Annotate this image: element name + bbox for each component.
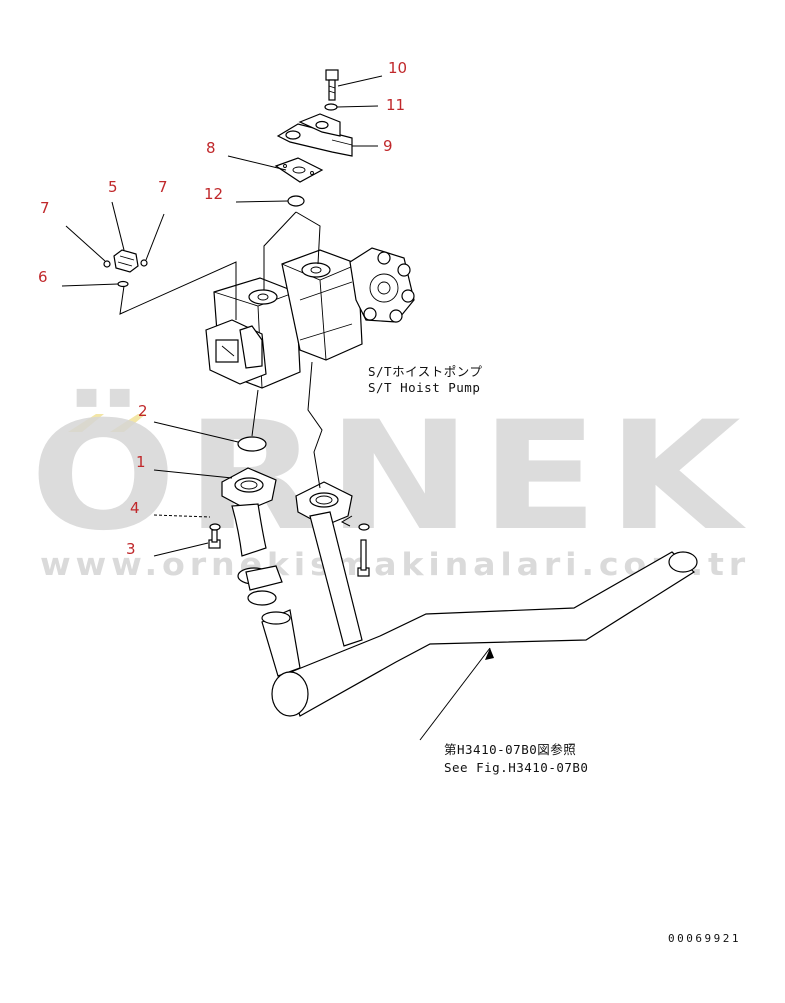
drawing-number: 00069921: [668, 932, 741, 945]
bolt-right: [357, 539, 370, 577]
suction-tube-right: [309, 511, 363, 647]
text-labels: S/Tホイストポンプ S/T Hoist Pump 第H3410-07B0図参照…: [368, 364, 741, 945]
callout-6: 6: [38, 268, 48, 286]
part-flange-1: [221, 467, 277, 511]
callout-8: 8: [206, 139, 216, 157]
ref-arrow-head: [485, 648, 494, 660]
pump-label-en: S/T Hoist Pump: [368, 380, 480, 395]
part-washer-4: [209, 523, 221, 531]
part-oring-12: [287, 195, 305, 207]
callout-11: 11: [386, 96, 405, 114]
callout-3: 3: [126, 540, 136, 558]
watermark-accent-right: [110, 414, 146, 432]
part-plate-8: [274, 157, 324, 183]
callout-12: 12: [204, 185, 223, 203]
callout-7-left: 7: [40, 199, 50, 217]
part-bolt-10: [325, 69, 339, 101]
watermark-brand: ÖRNEK: [30, 388, 750, 564]
flange-right: [295, 481, 353, 527]
callout-2: 2: [138, 402, 148, 420]
part-oring-2: [237, 436, 267, 452]
callout-numbers: 10 11 9 8 12 5 7 7 6 2 1 4 3: [38, 59, 407, 558]
part-oring-7b: [140, 259, 148, 267]
watermark: ÖRNEK www.ornekismakinalari.com.tr: [30, 388, 750, 583]
callout-9: 9: [383, 137, 393, 155]
part-bolt-3: [208, 529, 221, 549]
part-oring-6: [117, 280, 129, 288]
part-fitting-5: [113, 249, 139, 273]
callout-5: 5: [108, 178, 118, 196]
reference-label-en: See Fig.H3410-07B0: [444, 760, 588, 775]
part-washer-11: [324, 103, 338, 111]
part-clamp-9: [276, 113, 353, 157]
washer-right: [358, 523, 370, 531]
callout-1: 1: [136, 453, 146, 471]
callout-4: 4: [130, 499, 140, 517]
watermark-accent-left: [68, 414, 104, 432]
callout-7-right: 7: [158, 178, 168, 196]
suction-tube-left: [231, 503, 301, 677]
main-suction-pipe: [271, 551, 698, 717]
part-oring-7a: [103, 260, 111, 268]
pump-label-jp: S/Tホイストポンプ: [368, 364, 482, 379]
callout-10: 10: [388, 59, 407, 77]
leader-lines: [61, 75, 494, 741]
reference-label-jp: 第H3410-07B0図参照: [444, 742, 576, 757]
